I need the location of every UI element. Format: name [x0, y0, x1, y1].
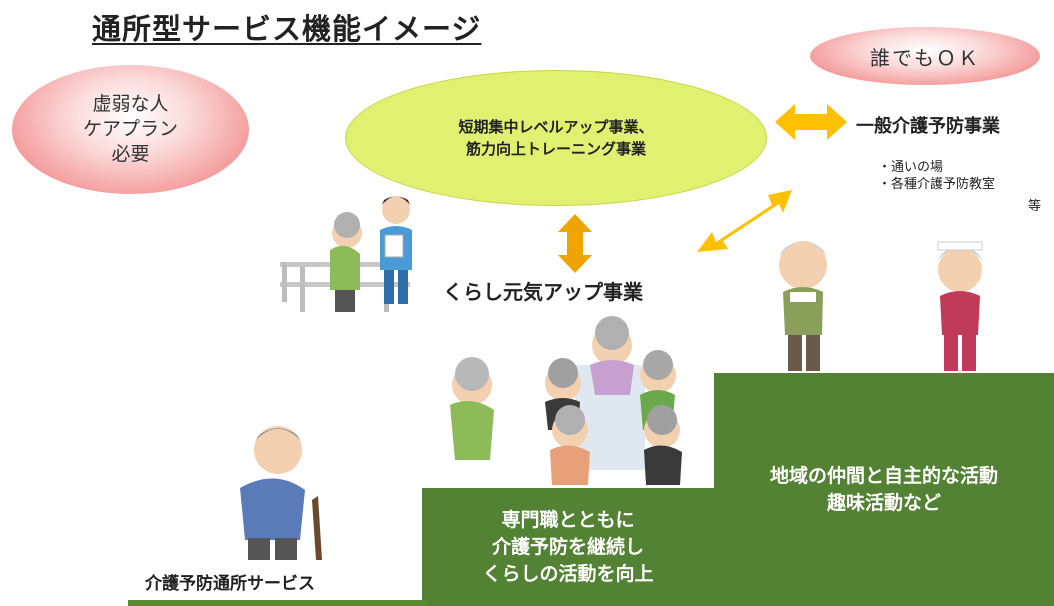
rehab-walking-illustration [280, 196, 412, 312]
oval-line: ケアプラン [82, 118, 178, 140]
step-line: くらしの活動を向上 [482, 562, 654, 585]
group-discussion-illustration [450, 316, 682, 485]
step-line: 趣味活動など [826, 492, 941, 514]
general-prevention-title: 一般介護予防事業 [856, 116, 1000, 137]
step-line: 専門職とともに [501, 508, 635, 531]
etc-label: 等 [1028, 199, 1042, 214]
anyone-ok-oval: 誰でもＯＫ [810, 27, 1040, 85]
oval-line: 虚弱な人 [92, 93, 169, 115]
elderly-with-cane-illustration [240, 426, 322, 560]
anyone-ok-label: 誰でもＯＫ [870, 45, 980, 70]
step-professional: 専門職とともに 介護予防を継続し くらしの活動を向上 [422, 488, 714, 606]
intensive-program-oval: 短期集中レベルアップ事業、 筋力向上トレーニング事業 [345, 70, 767, 206]
list-item: ・各種介護予防教室 [878, 177, 996, 192]
frail-person-oval: 虚弱な人 ケアプラン 必要 [12, 65, 249, 194]
program-line: 短期集中レベルアップ事業、 [458, 118, 654, 136]
step-line: 介護予防を継続し [491, 535, 644, 558]
ground-line [128, 600, 428, 606]
oval-line: 必要 [111, 143, 150, 165]
day-service-label: 介護予防通所サービス [145, 574, 315, 594]
list-item: ・通いの場 [878, 160, 944, 175]
double-arrow-vertical-icon [558, 214, 592, 273]
double-arrow-diagonal-icon [697, 190, 792, 252]
program-line: 筋力向上トレーニング事業 [465, 140, 646, 158]
double-arrow-horizontal-icon [775, 104, 847, 140]
exercising-couple-illustration [779, 241, 983, 371]
page-title: 通所型サービス機能イメージ [92, 12, 482, 46]
step-line: 地域の仲間と自主的な活動 [769, 465, 998, 487]
kurashi-genki-label: くらし元気アップ事業 [443, 280, 643, 304]
step-community: 地域の仲間と自主的な活動 趣味活動など [714, 373, 1054, 606]
general-prevention-list: ・通いの場 ・各種介護予防教室 [878, 159, 995, 193]
